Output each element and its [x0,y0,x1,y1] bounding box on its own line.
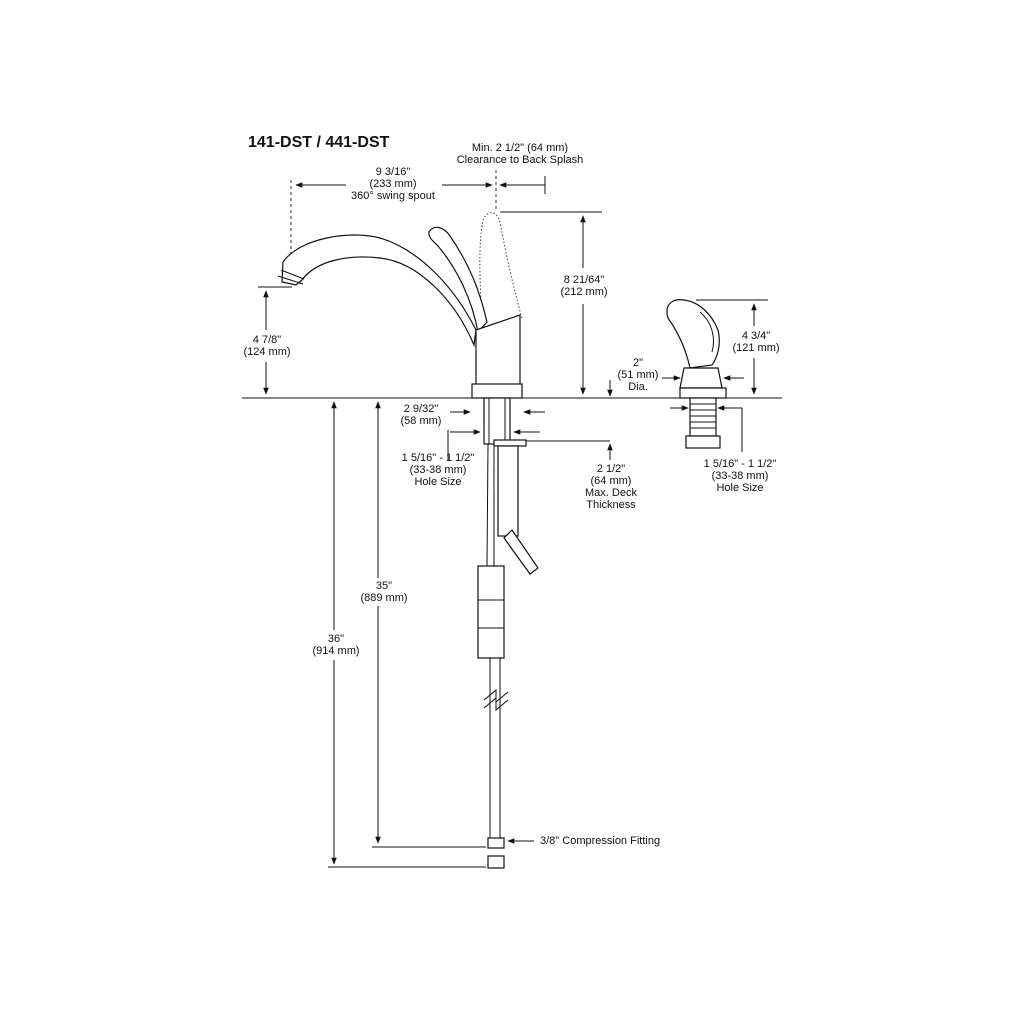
side-spray-nut [685,435,721,449]
hole-size-left-label: 1 5/16" - 1 1/2" (33-38 mm) Hole Size [402,452,475,488]
mounting-shank [483,397,511,445]
spray-dia-label: 2" (51 mm) Dia. [618,357,659,393]
spray-height-line1: 4 3/4" [741,330,771,342]
spout-height-label: 4 7/8" (124 mm) [243,334,290,358]
spray-height-line2: (121 mm) [732,342,780,354]
supply-36-label: 36" (914 mm) [312,633,359,657]
base-width-label: 2 9/32" (58 mm) [401,403,442,427]
faucet-base [471,383,523,399]
deck-thickness-line4: Thickness [586,499,636,511]
supply-36-line2: (914 mm) [312,645,360,657]
hole-size-left-line2: (33-38 mm) [409,464,467,476]
weight-housing [497,445,519,537]
spout-height-line2: (124 mm) [243,346,291,358]
supply-35-label: 35" (889 mm) [360,580,407,604]
side-spray-base [679,367,723,389]
compression-line1: 3/8" Compression Fitting [540,835,661,847]
compression-fitting-end [487,855,505,869]
base-width-line1: 2 9/32" [403,403,439,415]
spout-aerator [277,269,305,285]
height-line1: 8 21/64" [563,274,605,286]
supply-line-a [486,443,489,567]
side-spray-head [666,299,720,369]
faucet-handle [428,226,488,334]
hole-size-right-line2: (33-38 mm) [711,470,769,482]
clearance-line1: Min. 2 1/2" (64 mm) [471,142,569,154]
spout-reach-line2: (233 mm) [369,178,417,190]
deck-thickness-line2: (64 mm) [590,475,632,487]
break-mark-2 [483,696,509,712]
spout-reach-line1: 9 3/16" [375,166,411,178]
clearance-line2: Clearance to Back Splash [456,154,584,166]
spray-dia-line1: 2" [632,357,644,369]
deck-thickness-label: 2 1/2" (64 mm) Max. Deck Thickness [585,463,637,511]
height-label: 8 21/64" (212 mm) [560,274,607,298]
quick-connect [477,565,505,659]
handle-alt-position [479,212,523,319]
clearance-label: Min. 2 1/2" (64 mm) Clearance to Back Sp… [457,142,584,166]
spray-dia-line2: (51 mm) [617,369,659,381]
hole-size-left-line1: 1 5/16" - 1 1/2" [401,452,475,464]
spray-trigger [699,311,714,353]
spout-height-line1: 4 7/8" [252,334,282,346]
hole-size-left-line3: Hole Size [414,476,462,488]
supply-35-line1: 35" [375,580,393,592]
spout-reach-label: 9 3/16" (233 mm) 360° swing spout [351,166,435,202]
break-mark [483,688,509,704]
deck-thickness-line3: Max. Deck [585,487,637,499]
hole-size-right-label: 1 5/16" - 1 1/2" (33-38 mm) Hole Size [704,458,777,494]
height-line2: (212 mm) [560,286,608,298]
base-width-line2: (58 mm) [400,415,442,427]
supply-35-line2: (889 mm) [360,592,408,604]
spray-hose-bend [503,529,539,575]
spout-reach-line3: 360° swing spout [351,190,435,202]
spray-dia-line3: Dia. [628,381,648,393]
hole-size-right-line1: 1 5/16" - 1 1/2" [703,458,777,470]
faucet-spout [281,234,477,348]
spray-height-label: 4 3/4" (121 mm) [732,330,779,354]
mounting-nut [493,439,527,447]
model-title: 141-DST / 441-DST [248,134,390,151]
deck-thickness-line1: 2 1/2" [596,463,626,475]
hole-size-right-line3: Hole Size [716,482,764,494]
compression-fitting-nut [487,837,505,849]
supply-36-line1: 36" [327,633,345,645]
compression-fitting-label: 3/8" Compression Fitting [540,835,660,847]
side-spray-flange [679,387,727,399]
